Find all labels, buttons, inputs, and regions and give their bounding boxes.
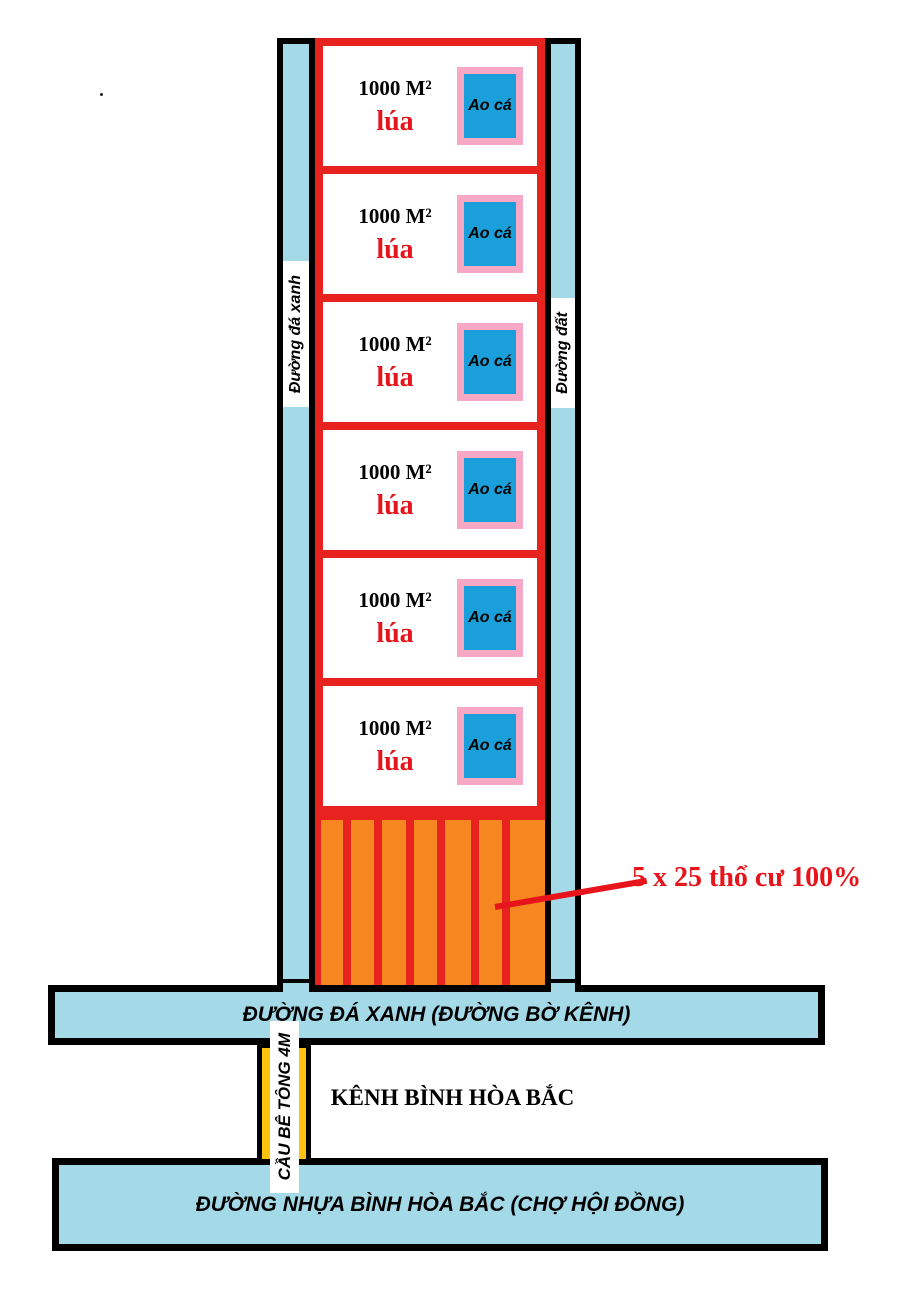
road-junction-gap [551,983,575,997]
fish-pond-label: Ao cá [468,609,512,626]
fish-pond-label: Ao cá [468,737,512,754]
plot-row-4: 1000 M² lúa Ao cá [323,430,537,550]
lot-divider [437,820,445,985]
left-road-label-band: Đường đá xanh [283,261,309,407]
plot-crop-label: lúa [376,746,414,777]
fish-pond: Ao cá [457,579,523,657]
lot-divider [343,820,351,985]
plot-area-label: 1000 M² [358,332,432,356]
plot-column: 1000 M² lúa Ao cá 1000 M² lúa Ao cá 1000… [315,38,545,814]
bridge-label: CẦU BÊ TÔNG 4M [274,1033,294,1181]
right-road-label-band: Đường đất [551,298,575,408]
plot-area-label: 1000 M² [358,716,432,740]
stray-dot [100,93,103,96]
fish-pond: Ao cá [457,195,523,273]
plot-row-1: 1000 M² lúa Ao cá [323,46,537,166]
plot-area-label: 1000 M² [358,204,432,228]
market-road-label: ĐƯỜNG NHỰA BÌNH HÒA BẮC (CHỢ HỘI ĐỒNG) [195,1192,685,1216]
plot-row-5: 1000 M² lúa Ao cá [323,558,537,678]
annotation-text: 5 x 25 thổ cư 100% [632,862,862,893]
left-road-label: Đường đá xanh [287,274,304,394]
fish-pond-label: Ao cá [468,225,512,242]
fish-pond-label: Ao cá [468,353,512,370]
canal-road-label: ĐƯỜNG ĐÁ XANH (ĐƯỜNG BỜ KÊNH) [242,1003,631,1026]
road-junction-gap [283,983,309,997]
fish-pond: Ao cá [457,707,523,785]
right-road-label: Đường đất [554,312,571,394]
bridge-label-band: CẦU BÊ TÔNG 4M [270,1021,299,1193]
canal-road: ĐƯỜNG ĐÁ XANH (ĐƯỜNG BỜ KÊNH) [48,985,825,1045]
lot-divider [374,820,382,985]
plot-crop-label: lúa [376,234,414,265]
lot-divider [471,820,479,985]
plot-row-3: 1000 M² lúa Ao cá [323,302,537,422]
plot-crop-label: lúa [376,362,414,393]
fish-pond: Ao cá [457,323,523,401]
plot-crop-label: lúa [376,490,414,521]
plot-area-label: 1000 M² [358,588,432,612]
lot-divider [406,820,414,985]
fish-pond: Ao cá [457,451,523,529]
market-road: ĐƯỜNG NHỰA BÌNH HÒA BẮC (CHỢ HỘI ĐỒNG) [52,1158,828,1251]
plot-row-2: 1000 M² lúa Ao cá [323,174,537,294]
residential-block [315,812,545,985]
plot-area-label: 1000 M² [358,76,432,100]
fish-pond: Ao cá [457,67,523,145]
plot-row-6: 1000 M² lúa Ao cá [323,686,537,806]
plot-area-label: 1000 M² [358,460,432,484]
plot-crop-label: lúa [376,106,414,137]
fish-pond-label: Ao cá [468,97,512,114]
fish-pond-label: Ao cá [468,481,512,498]
right-road-strip: Đường đất [545,38,581,985]
left-road-strip: Đường đá xanh [277,38,315,985]
plot-crop-label: lúa [376,618,414,649]
canal-label: KÊNH BÌNH HÒA BẮC [330,1085,575,1110]
